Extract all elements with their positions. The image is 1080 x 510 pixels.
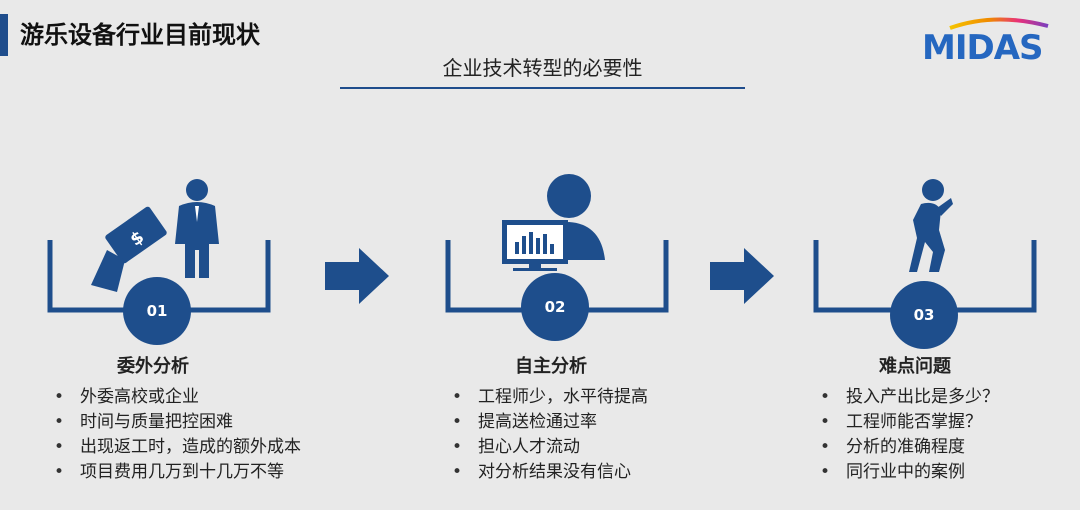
step-number-03: 03 [890,281,958,349]
businessman-icon [175,179,219,278]
list-item: 对分析结果没有信心 [452,460,648,485]
panel-outsourced-analysis: $ 01 委外分析 [47,160,277,510]
bullet-list-self: 工程师少，水平待提高 提高送检通过率 担心人才流动 对分析结果没有信心 [452,385,648,485]
bullet-list-difficulties: 投入产出比是多少？ 工程师能否掌握？ 分析的准确程度 同行业中的案例 [820,385,999,485]
list-item: 提高送检通过率 [452,410,648,435]
panel-self-analysis: 02 自主分析 [445,160,675,510]
title-accent-bar [0,14,8,56]
page-title: 游乐设备行业目前现状 [20,21,260,49]
list-item: 时间与质量把控困难 [54,410,301,435]
list-item: 工程师少，水平待提高 [452,385,648,410]
panel-heading: 自主分析 [515,356,587,377]
arrow-right-icon [710,248,774,304]
list-item: 同行业中的案例 [820,460,999,485]
bullet-list-outsourced: 外委高校或企业 时间与质量把控困难 出现返工时，造成的额外成本 项目费用几万到十… [54,385,301,485]
list-item: 出现返工时，造成的额外成本 [54,435,301,460]
thinking-person-icon [909,179,953,272]
person-computer-icon [502,174,605,271]
panel-2-art [445,174,669,313]
arrow-right-icon [325,248,389,304]
step-number-01: 01 [123,277,191,345]
step-number-02: 02 [521,273,589,341]
panel-difficulties: 03 难点问题 [813,160,1043,510]
svg-text:MIDAS: MIDAS [922,28,1043,62]
list-item: 工程师能否掌握？ [820,410,999,435]
list-item: 外委高校或企业 [54,385,301,410]
list-item: 项目费用几万到十几万不等 [54,460,301,485]
panel-heading: 难点问题 [879,356,951,377]
panel-heading: 委外分析 [117,356,189,377]
midas-logo: MIDAS [922,17,1049,62]
list-item: 担心人才流动 [452,435,648,460]
list-item: 投入产出比是多少？ [820,385,999,410]
list-item: 分析的准确程度 [820,435,999,460]
money-hand-icon: $ [91,206,167,292]
subtitle: 企业技术转型的必要性 [340,52,745,89]
